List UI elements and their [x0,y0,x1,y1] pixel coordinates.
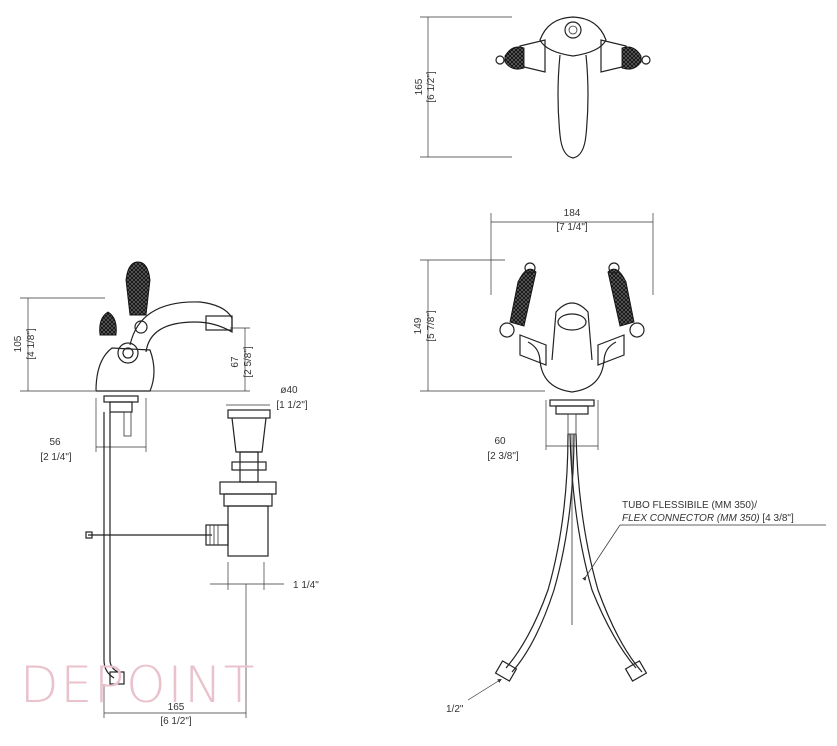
front-spout-tip [557,313,587,331]
side-view: 105 [4 1/8"] 67 [2 5/8"] 56 [2 1/4"] [13,261,319,727]
inlet-leader [467,678,502,701]
front-width-mm: 184 [564,208,581,219]
front-base-nut [555,405,589,415]
top-height-in: [6 1/2"] [426,71,437,103]
top-view: 165 [6 1/2"] [414,16,651,159]
trap-thread-label: 1 1/4" [293,580,319,591]
brand-logo: DEPOINT [20,656,257,714]
drain-dia-mm: ø40 [280,385,298,396]
front-base-in: [2 3/8"] [487,451,519,462]
drain-flange [219,481,277,495]
side-base-mm: 56 [49,437,61,448]
side-depth-in: [6 1/2"] [160,716,192,727]
side-valve-body [117,342,139,364]
front-base-washer [549,399,595,407]
side-depth-mm: 165 [168,702,185,713]
top-height-mm: 165 [414,78,425,95]
front-base-stud [567,413,577,435]
top-cap-ring [564,21,582,39]
side-hose-b [109,412,119,673]
top-body-outline [539,16,607,57]
top-cap-center [568,25,578,35]
inlet-thread-label: 1/2" [446,704,464,715]
side-base-nut [109,401,133,413]
front-body-bowl [539,359,605,393]
flex-leader-diag [582,524,621,581]
spout-height-mm: 67 [230,356,241,368]
drain-assembly: ø40 [1 1/2"] [205,385,308,557]
drain-rod-port [205,524,229,546]
front-height-in: [5 7/8"] [426,310,437,342]
front-left-handle [499,262,547,366]
side-handle-front [99,311,117,336]
flex-note-line1: TUBO FLESSIBILE (MM 350)/ [622,500,757,511]
front-view: 184 [7 1/4"] 149 [5 7/8"] 60 [2 3/8"] [413,208,826,715]
front-right-handle [597,262,645,366]
front-flex-hose-left-a [505,433,569,669]
side-handle-rear [125,261,151,316]
front-height-mm: 149 [413,317,424,334]
side-hose-fitting [109,671,125,685]
top-spout-outline [557,54,589,159]
top-right-handle [600,39,651,73]
side-hose-a [103,412,115,679]
front-flex-hose-right-b [575,433,643,673]
side-hub [134,320,148,334]
side-body [95,347,155,392]
popup-rod-knob [85,531,93,539]
side-height-mm: 105 [13,335,24,352]
drain-plug-body [231,417,267,453]
drain-body [227,505,269,557]
drain-cap [227,409,271,419]
side-base-stud [123,411,132,437]
flex-note-line2: FLEX CONNECTOR (MM 350) [4 3/8"] [622,513,794,524]
front-right-fitting [624,660,648,682]
side-aerator [205,315,233,331]
side-height-in: [4 1/8"] [26,328,37,360]
drain-dia-in: [1 1/2"] [276,400,308,411]
front-left-fitting [494,660,518,682]
side-base-in: [2 1/4"] [40,452,72,463]
front-flex-hose-left-b [511,433,575,673]
top-left-handle [495,39,546,73]
side-base-washer [103,395,139,403]
front-width-in: [7 1/4"] [556,222,588,233]
front-base-mm: 60 [494,436,506,447]
front-flex-hose-right-a [569,433,637,669]
front-spout-column [551,302,593,361]
spout-height-in: [2 5/8"] [243,346,254,378]
